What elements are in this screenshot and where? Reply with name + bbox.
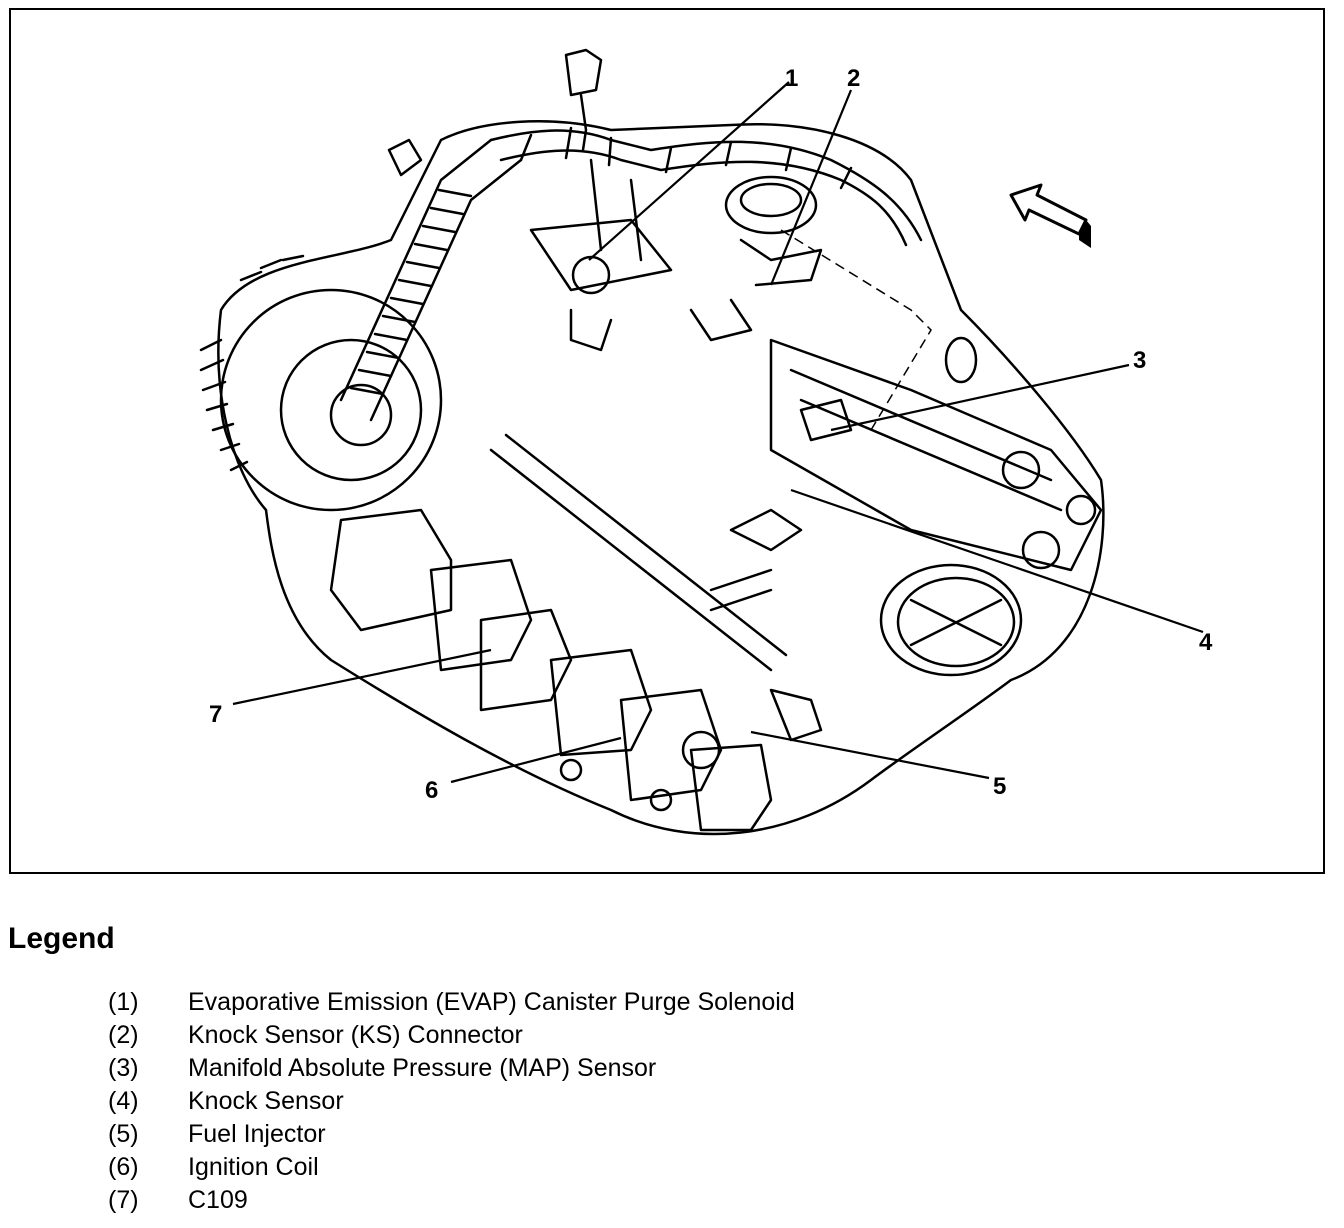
legend-item-number: (5) (108, 1120, 139, 1148)
leader-line-1 (588, 81, 790, 261)
legend-item: (2) Knock Sensor (KS) Connector (108, 1019, 795, 1052)
direction-arrow (1009, 183, 1091, 248)
leader-line-2 (769, 89, 853, 286)
callout-2: 2 (847, 65, 860, 92)
callout-6: 6 (425, 777, 438, 804)
legend-item: (4) Knock Sensor (108, 1085, 795, 1118)
legend-item-label: Knock Sensor (KS) Connector (188, 1021, 523, 1049)
legend-item-number: (7) (108, 1186, 139, 1214)
legend-item-label: Evaporative Emission (EVAP) Canister Pur… (188, 988, 795, 1016)
legend-item-number: (6) (108, 1153, 139, 1181)
callout-1: 1 (785, 65, 798, 92)
leader-line-6 (450, 736, 622, 784)
engine-diagram: 1 2 3 4 5 6 7 (199, 48, 1213, 836)
diagram-frame: 1 2 3 4 5 6 7 (9, 8, 1325, 874)
legend-item-number: (1) (108, 988, 139, 1016)
leader-line-7 (232, 648, 492, 706)
callout-4: 4 (1199, 629, 1213, 656)
legend-list: (1) Evaporative Emission (EVAP) Canister … (108, 986, 795, 1217)
bracket-dashed (780, 229, 932, 431)
leader-line-5 (750, 730, 990, 780)
legend-item-label: Fuel Injector (188, 1120, 326, 1148)
legend-item-label: C109 (188, 1186, 248, 1214)
legend-item-label: Ignition Coil (188, 1153, 319, 1181)
legend-item: (3) Manifold Absolute Pressure (MAP) Sens… (108, 1052, 795, 1085)
leader-line-4 (790, 488, 1204, 634)
callout-7: 7 (209, 701, 222, 728)
leader-line-3 (830, 363, 1130, 432)
legend-item-number: (3) (108, 1054, 139, 1082)
callout-3: 3 (1133, 347, 1146, 374)
legend-item-label: Manifold Absolute Pressure (MAP) Sensor (188, 1054, 657, 1082)
callout-5: 5 (993, 773, 1006, 800)
legend-item-label: Knock Sensor (188, 1087, 344, 1115)
legend-item-number: (4) (108, 1087, 139, 1115)
legend-item: (5) Fuel Injector (108, 1118, 795, 1151)
legend-item-number: (2) (108, 1021, 139, 1049)
legend-item: (1) Evaporative Emission (EVAP) Canister … (108, 986, 795, 1019)
engine-drawing (199, 48, 1105, 836)
legend-item: (6) Ignition Coil (108, 1151, 795, 1184)
legend-item: (7) C109 (108, 1184, 795, 1217)
legend-title: Legend (8, 922, 115, 955)
